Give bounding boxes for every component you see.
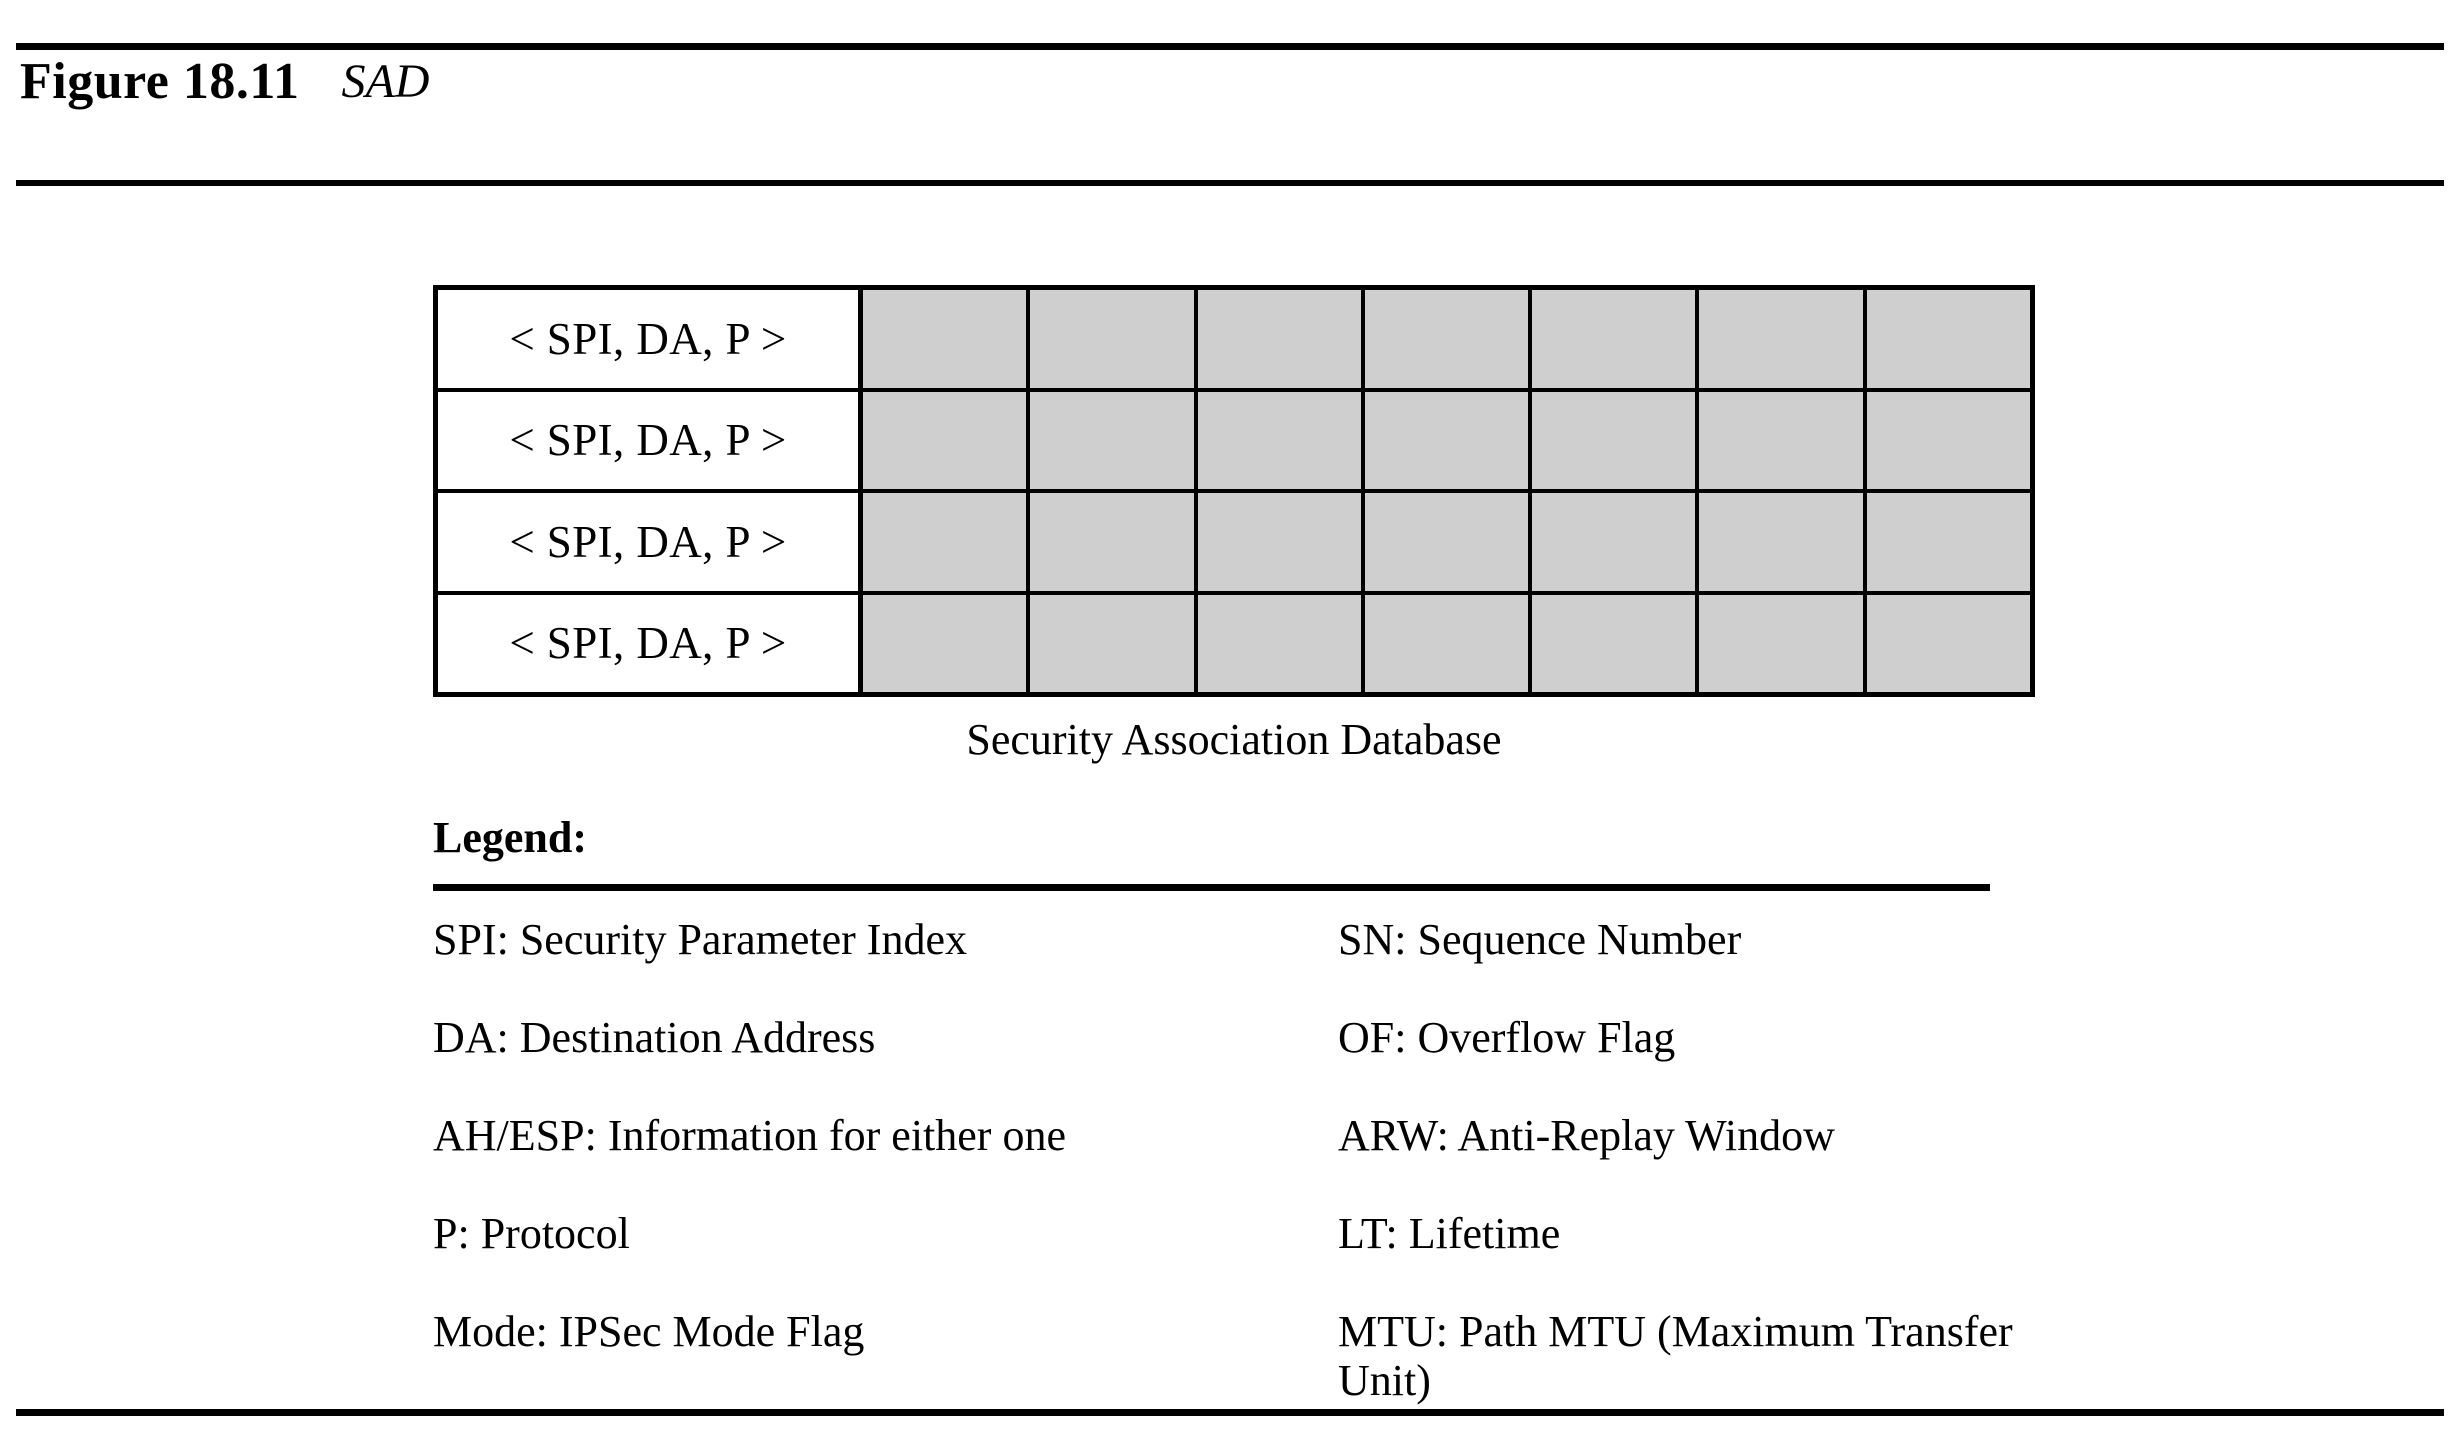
sad-data-cell <box>1532 594 1700 692</box>
sad-data-cell <box>1699 493 1867 591</box>
table-row: < SPI, DA, P > <box>438 290 2030 392</box>
sad-data-cell <box>1699 594 1867 692</box>
sad-data-cell <box>1866 594 2030 692</box>
sad-data-cell <box>1866 391 2030 489</box>
legend-item: ARW: Anti-Replay Window <box>1338 1111 1835 1160</box>
legend-right-column: SN: Sequence Number OF: Overflow Flag AR… <box>1338 915 2053 1405</box>
legend-item: SPI: Security Parameter Index <box>433 915 967 964</box>
sad-table: < SPI, DA, P > < SPI, DA, P > < SPI, DA,… <box>433 285 2035 697</box>
sad-data-cell <box>1030 290 1198 388</box>
legend-item: P: Protocol <box>433 1209 630 1258</box>
sad-data-cell <box>1866 290 2030 388</box>
sad-data-cell <box>1532 493 1700 591</box>
table-row: < SPI, DA, P > <box>438 594 2030 692</box>
legend-separator-rule <box>433 884 1990 891</box>
legend-columns: SPI: Security Parameter Index DA: Destin… <box>433 915 2053 1405</box>
sad-key-cell: < SPI, DA, P > <box>438 290 863 388</box>
title-separator-rule <box>16 180 2444 186</box>
sad-data-cell <box>1364 493 1533 591</box>
figure-name-label: SAD <box>341 54 430 108</box>
page-top-rule <box>16 43 2444 50</box>
legend-item: LT: Lifetime <box>1338 1209 1561 1258</box>
sad-data-cell <box>1197 594 1365 692</box>
sad-data-cell <box>1197 493 1365 591</box>
table-row: < SPI, DA, P > <box>438 493 2030 595</box>
sad-data-cell <box>1699 391 1867 489</box>
sad-data-cell <box>1364 290 1533 388</box>
sad-data-cell <box>1364 594 1533 692</box>
legend-item: OF: Overflow Flag <box>1338 1013 1676 1062</box>
legend-item: AH/ESP: Information for either one <box>433 1111 1066 1160</box>
sad-data-cell <box>863 493 1031 591</box>
sad-key-cell: < SPI, DA, P > <box>438 391 863 489</box>
page-bottom-rule <box>16 1409 2444 1416</box>
sad-data-cell <box>1030 493 1198 591</box>
figure-title: Figure 18.11 SAD <box>20 46 429 116</box>
table-row: < SPI, DA, P > <box>438 391 2030 493</box>
legend-item: MTU: Path MTU (Maximum Transfer Unit) <box>1338 1307 2013 1405</box>
legend-item: DA: Destination Address <box>433 1013 876 1062</box>
sad-data-cell <box>1030 391 1198 489</box>
legend-heading: Legend: <box>433 813 587 862</box>
sad-data-cell <box>1030 594 1198 692</box>
sad-key-cell: < SPI, DA, P > <box>438 493 863 591</box>
sad-key-cell: < SPI, DA, P > <box>438 594 863 692</box>
figure-number-label: Figure 18.11 <box>20 52 300 110</box>
sad-data-cell <box>1197 391 1365 489</box>
sad-table-caption: Security Association Database <box>966 715 1502 764</box>
sad-data-cell <box>863 391 1031 489</box>
sad-data-cell <box>863 290 1031 388</box>
sad-data-cell <box>1866 493 2030 591</box>
sad-data-cell <box>1699 290 1867 388</box>
legend-item: Mode: IPSec Mode Flag <box>433 1307 865 1356</box>
sad-data-cell <box>863 594 1031 692</box>
sad-data-cell <box>1197 290 1365 388</box>
sad-data-cell <box>1532 391 1700 489</box>
sad-data-cell <box>1364 391 1533 489</box>
legend-left-column: SPI: Security Parameter Index DA: Destin… <box>433 915 1338 1405</box>
legend-item: SN: Sequence Number <box>1338 915 1742 964</box>
sad-data-cell <box>1532 290 1700 388</box>
